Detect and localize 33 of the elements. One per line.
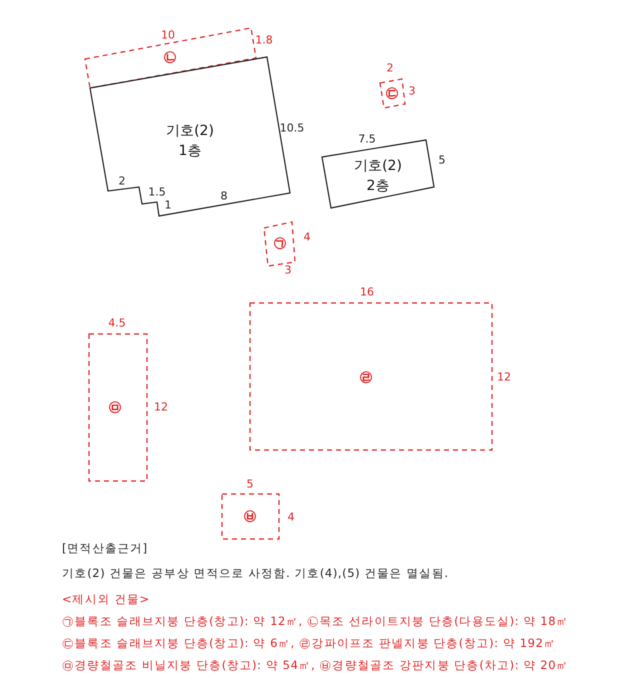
list-heading: <제시외 건물> [62,592,150,607]
dimension-label: 10.5 [280,122,304,134]
building-label: 기호(2) 1층 [165,122,215,161]
dimension-label: 16 [360,286,374,298]
dimension-label: 2 [386,62,394,74]
dimension-label: 4 [288,510,294,524]
dimension-label: 1.8 [255,34,273,46]
annex-symbol: ㉢ [386,85,398,102]
annex-symbol: ㉡ [164,49,176,66]
dimension-label: 4 [304,230,310,244]
dimension-label: 12 [154,400,168,414]
dimension-label: 1.5 [148,186,166,198]
dimension-label: 10 [161,28,175,42]
dimension-label: 3 [408,84,416,98]
list-item: ㉢블록조 슬래브지붕 단층(창고): 약 6㎡, ㉣강파이프조 판넬지붕 단층(창고): 약 192㎡ [62,636,556,651]
dimension-label: 12 [497,370,511,384]
annex-symbol: ㉣ [360,369,372,386]
note-heading: [면적산출근거] [62,541,148,556]
dimension-label: 5 [438,154,446,166]
dimension-label: 5 [246,478,254,490]
dimension-label: 2 [118,174,126,188]
dimension-label: 7.5 [358,132,376,146]
note-text: 기호(2) 건물은 공부상 면적으로 사정함. 기호(4),(5) 건물은 멸실됨. [62,566,449,581]
list-item: ㉤경량철골조 비닐지붕 단층(창고): 약 54㎡, ㉥경량철골조 강판지붕 단층(차고): 약 20㎡ [62,658,569,673]
annex-symbol: ㉤ [108,399,122,416]
building-label: 기호(2) 2층 [353,157,403,196]
annex-symbol: ㉠ [274,235,286,252]
list-item: ㉠블록조 슬래브지붕 단층(창고): 약 12㎡, ㉡목조 선라이트지붕 단층(다용도실): 약 18㎡ [62,614,569,629]
annex-symbol: ㉥ [244,508,256,525]
dimension-label: 4.5 [108,316,126,330]
dimension-label: 1 [164,198,172,212]
dimension-label: 8 [220,190,228,202]
dimension-label: 3 [284,264,292,276]
